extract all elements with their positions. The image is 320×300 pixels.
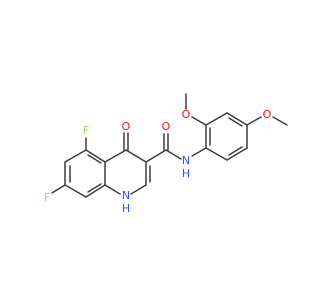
bond (51, 184, 66, 194)
bond (165, 149, 182, 160)
molecule-canvas: F F O O N H N H O O (43, 93, 288, 215)
bond (87, 154, 102, 164)
atom-label-o4: O (122, 120, 131, 133)
atom-labels: F F O O N H N H O O (44, 108, 272, 215)
bond (87, 183, 102, 193)
bond (228, 146, 243, 156)
bond (64, 149, 87, 163)
bond (226, 112, 248, 126)
bond (191, 147, 207, 157)
bond (205, 147, 228, 161)
bond (104, 184, 121, 195)
bond (246, 116, 262, 126)
bond (64, 184, 87, 198)
bond (145, 149, 167, 163)
atom-label-amide-o: O (162, 120, 171, 133)
atom-label-f5: F (83, 124, 89, 137)
bond (130, 184, 147, 195)
atom-label-amide-h: H (182, 167, 190, 180)
atom-label-ome2-o: O (182, 108, 191, 121)
bond (125, 149, 147, 163)
bond (85, 149, 106, 163)
atom-label-f7: F (44, 191, 50, 204)
bond (191, 116, 207, 126)
bond (228, 117, 243, 127)
atom-label-ome4-o: O (263, 108, 272, 121)
structure-diagram: F F O O N H N H O O (44, 93, 288, 215)
bond (85, 184, 106, 198)
atom-label-h1: H (122, 202, 130, 215)
bond (205, 112, 228, 126)
atom-label-amide-n: N (182, 154, 190, 167)
bond (104, 149, 127, 163)
bond-lines (51, 93, 288, 198)
bond (272, 116, 288, 126)
bond (226, 147, 248, 161)
atom-label-n1: N (122, 189, 130, 202)
